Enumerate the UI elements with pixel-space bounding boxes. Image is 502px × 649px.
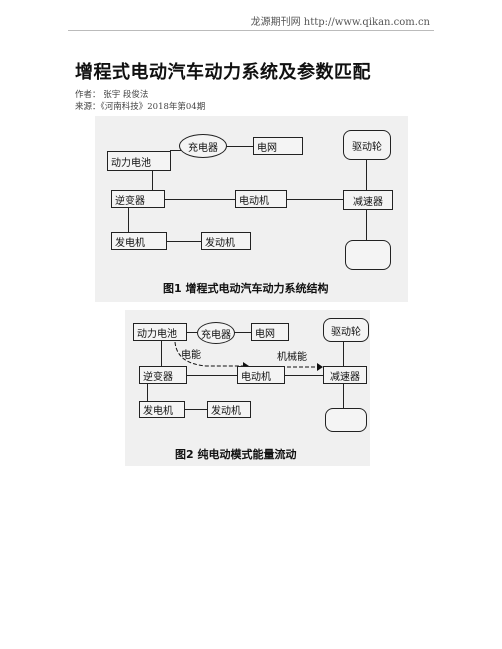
- battery-charger-link: [170, 150, 182, 151]
- drive-wheel-box: 驱动轮: [343, 130, 391, 160]
- inverter-generator-link: [147, 384, 148, 402]
- reducer-wheel-link: [343, 384, 344, 408]
- inverter-box: 逆变器: [139, 366, 187, 384]
- battery-box: 动力电池: [107, 151, 171, 171]
- motor-reducer-link: [285, 375, 323, 376]
- charger-grid-link: [233, 332, 251, 333]
- mechanical-energy-label: 机械能: [277, 352, 307, 363]
- rear-wheel-box: [325, 408, 367, 432]
- generator-engine-link: [167, 241, 201, 242]
- figure-1-caption: 图1 增程式电动汽车动力系统结构: [163, 282, 329, 295]
- reducer-box: 减速器: [323, 366, 367, 384]
- inverter-motor-link: [187, 375, 237, 376]
- generator-box: 发电机: [111, 232, 167, 250]
- wheel-reducer-link: [343, 342, 344, 366]
- reducer-box: 减速器: [343, 190, 393, 210]
- generator-engine-link: [185, 409, 207, 410]
- grid-box: 电网: [253, 137, 303, 155]
- motor-box: 电动机: [237, 366, 285, 384]
- engine-box: 发动机: [207, 401, 251, 418]
- generator-box: 发电机: [139, 401, 185, 418]
- article-authors: 作者： 张宇 段俊法: [75, 90, 149, 100]
- electric-energy-label: 电能: [181, 350, 201, 361]
- battery-box: 动力电池: [133, 323, 187, 341]
- header-divider: [68, 30, 434, 31]
- article-title: 增程式电动汽车动力系统及参数匹配: [75, 62, 371, 83]
- battery-charger-link: [187, 332, 197, 333]
- motor-box: 电动机: [235, 190, 287, 208]
- article-source: 来源：《河南科技》2018年第04期: [75, 102, 206, 112]
- inverter-box: 逆变器: [111, 190, 165, 208]
- figure-2: 动力电池 充电器 电网 驱动轮 电能 机械能 逆变器 电动机 减速器 发电机 发…: [125, 310, 370, 466]
- drive-wheel-box: 驱动轮: [323, 318, 369, 342]
- engine-box: 发动机: [201, 232, 251, 250]
- rear-wheel-box: [345, 240, 391, 270]
- charger-grid-link: [225, 146, 255, 147]
- charger-node: 充电器: [197, 322, 235, 344]
- figure-2-caption: 图2 纯电动模式能量流动: [175, 448, 297, 461]
- battery-inverter-link: [161, 340, 162, 366]
- grid-box: 电网: [251, 323, 289, 341]
- inverter-generator-link: [128, 208, 129, 232]
- mechanical-flow-arrow: [287, 363, 323, 371]
- figure-1: 动力电池 充电器 电网 驱动轮 逆变器 电动机 减速器 发电机 发动机 图1 增…: [95, 116, 408, 302]
- reducer-wheel-link: [366, 208, 367, 240]
- site-header: 龙源期刊网 http://www.qikan.com.cn: [250, 17, 430, 28]
- charger-node: 充电器: [179, 134, 227, 158]
- motor-reducer-link: [287, 199, 343, 200]
- inverter-motor-link: [165, 199, 235, 200]
- wheel-reducer-link: [366, 160, 367, 190]
- battery-inverter-link: [152, 170, 153, 192]
